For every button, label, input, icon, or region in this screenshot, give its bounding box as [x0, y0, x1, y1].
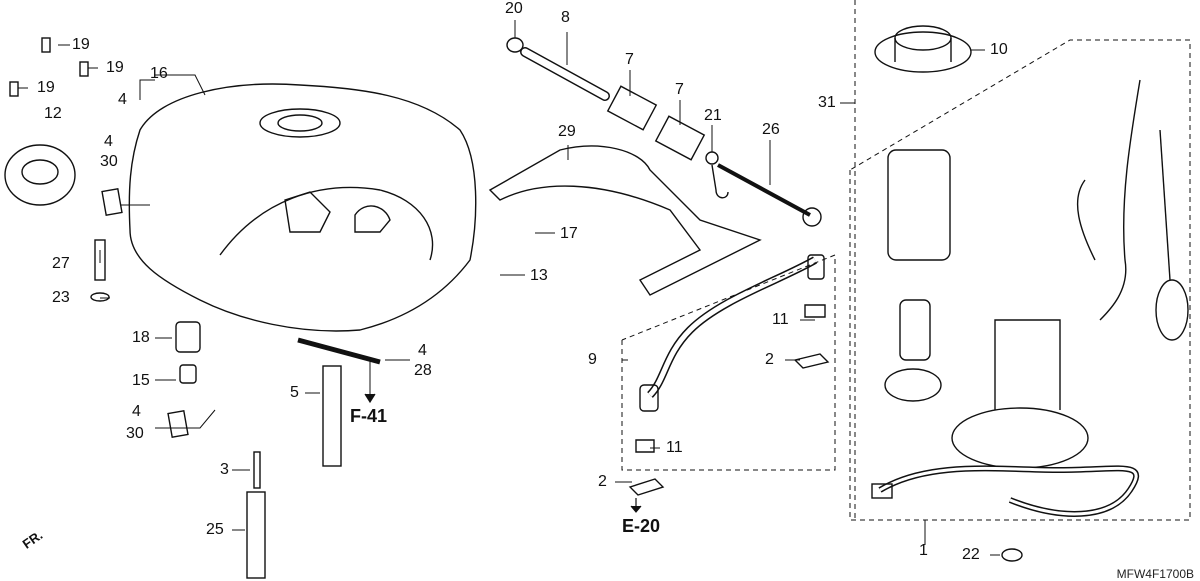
callout-11: 11 [666, 439, 683, 456]
callout-7: 7 [675, 81, 684, 98]
reference-e20: E-20 [622, 516, 661, 536]
callout-1: 1 [919, 542, 928, 559]
pump-plate [951, 407, 1089, 469]
callout-23: 23 [52, 289, 70, 306]
callout-29: 29 [558, 123, 576, 140]
callout-19: 19 [37, 79, 55, 96]
callout-15: 15 [132, 372, 150, 389]
callout-22: 22 [962, 546, 980, 563]
callout-4: 4 [118, 91, 127, 108]
callout-10: 10 [990, 41, 1008, 58]
fuel-pump-body [887, 149, 951, 261]
callout-18: 18 [132, 329, 150, 346]
callout-21: 21 [704, 107, 722, 124]
flange [874, 31, 972, 73]
callout-2: 2 [598, 473, 607, 490]
callout-2: 2 [765, 351, 774, 368]
callout-19: 19 [106, 59, 124, 76]
callout-27: 27 [52, 255, 70, 272]
fuel-tank-outline [128, 83, 477, 332]
callout-7: 7 [625, 51, 634, 68]
callout-20: 20 [505, 0, 523, 17]
callout-30: 30 [100, 153, 118, 170]
callout-31: 31 [818, 94, 836, 111]
callout-26: 26 [762, 121, 780, 138]
callout-12: 12 [44, 105, 62, 122]
callout-4: 4 [132, 403, 141, 420]
filler-neck [259, 108, 341, 138]
callout-17: 17 [560, 225, 578, 242]
callout-4: 4 [104, 133, 113, 150]
callout-3: 3 [220, 461, 229, 478]
drawing-code: MFW4F1700B [1116, 567, 1194, 581]
tank-pocket [284, 191, 331, 233]
callout-30: 30 [126, 425, 144, 442]
callout-4: 4 [418, 342, 427, 359]
reference-f41: F-41 [350, 406, 388, 426]
fuel-cap [4, 144, 76, 206]
callout-11: 11 [772, 311, 789, 328]
callout-8: 8 [561, 9, 570, 26]
callout-16: 16 [150, 65, 168, 82]
callout-5: 5 [290, 384, 299, 401]
callout-19: 19 [72, 36, 90, 53]
callout-13: 13 [530, 267, 548, 284]
callout-28: 28 [414, 362, 432, 379]
callout-25: 25 [206, 521, 224, 538]
callout-9: 9 [588, 351, 597, 368]
